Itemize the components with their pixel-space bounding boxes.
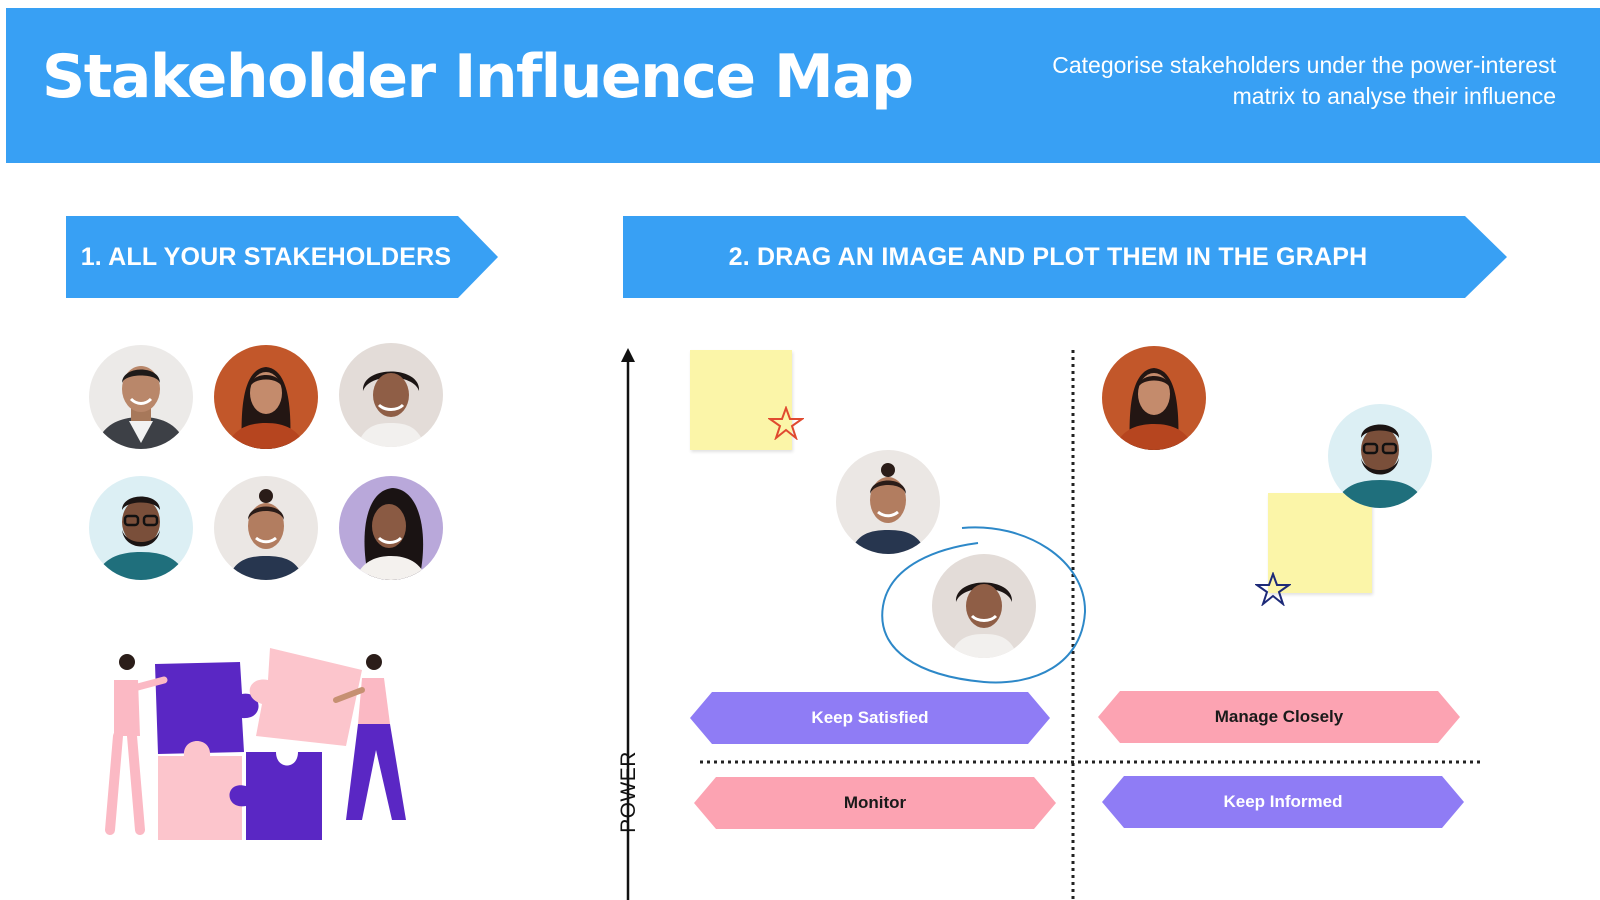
quadrant-keep-satisfied: Keep Satisfied [690, 692, 1050, 744]
star-doodle-icon [1255, 572, 1291, 606]
arrow-banner-shape [623, 216, 1507, 298]
y-axis-label: POWER [617, 751, 640, 833]
stakeholder-avatar-4[interactable] [89, 476, 193, 580]
y-axis-arrowhead [621, 348, 635, 362]
quadrant-manage-closely: Manage Closely [1098, 691, 1460, 743]
step-2-label: 2. DRAG AN IMAGE AND PLOT THEM IN THE GR… [728, 242, 1368, 271]
step-1-banner: 1. ALL YOUR STAKEHOLDERS [66, 216, 498, 298]
plotted-avatar-3[interactable] [932, 554, 1036, 658]
plotted-avatar-2[interactable] [1102, 346, 1206, 450]
quadrant-keep-informed: Keep Informed [1102, 776, 1464, 828]
plotted-avatar-5[interactable] [836, 450, 940, 554]
stakeholder-avatar-5[interactable] [214, 476, 318, 580]
step-2-banner: 2. DRAG AN IMAGE AND PLOT THEM IN THE GR… [623, 216, 1507, 298]
stakeholder-avatar-1[interactable] [89, 345, 193, 449]
sticky-note[interactable] [690, 350, 792, 450]
page-subtitle: Categorise stakeholders under the power-… [1052, 52, 1556, 109]
stakeholder-avatar-3[interactable] [339, 343, 443, 447]
plotted-avatar-4[interactable] [1328, 404, 1432, 508]
quadrant-label: Keep Satisfied [811, 708, 929, 727]
highlight-circle [881, 526, 1087, 684]
arrow-banner-shape [66, 216, 498, 298]
quadrant-label: Keep Informed [1223, 792, 1343, 811]
page-title: Stakeholder Influence Map [42, 42, 914, 112]
sticky-note[interactable] [1268, 493, 1372, 593]
header-banner: Stakeholder Influence Map Categorise sta… [6, 8, 1600, 163]
quadrant-monitor: Monitor [694, 777, 1056, 829]
quadrant-label: Manage Closely [1214, 707, 1344, 726]
puzzle-teamwork-illustration [105, 648, 406, 840]
star-doodle-icon [768, 406, 804, 440]
stakeholder-avatar-2[interactable] [214, 345, 318, 449]
quadrant-label: Monitor [843, 793, 907, 812]
stakeholder-avatar-6[interactable] [339, 476, 443, 580]
step-1-label: 1. ALL YOUR STAKEHOLDERS [80, 242, 452, 271]
